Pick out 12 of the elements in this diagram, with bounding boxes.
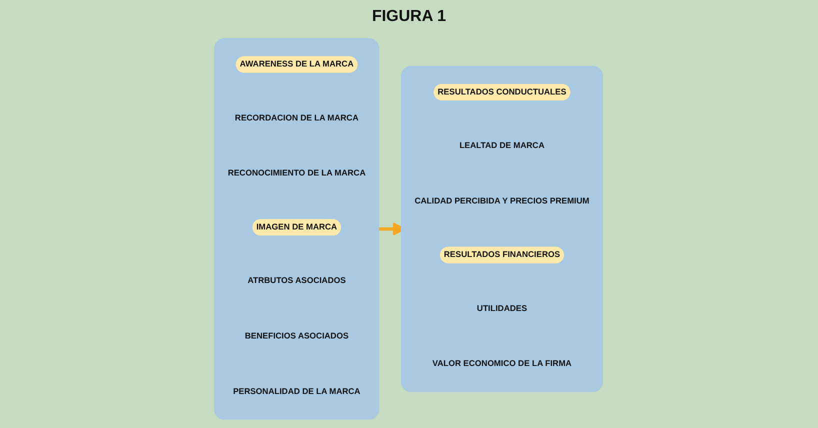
node-text: CALIDAD PERCIBIDA Y PRECIOS PREMIUM [414, 196, 590, 206]
node-text: UTILIDADES [477, 304, 528, 314]
node-text: BENEFICIOS ASOCIADOS [245, 331, 349, 341]
node-text: LEALTAD DE MARCA [460, 140, 545, 150]
node-text: RECONOCIMIENTO DE LA MARCA [228, 168, 366, 178]
cluster [214, 38, 380, 420]
cluster [401, 66, 604, 392]
node-text: RECORDACION DE LA MARCA [235, 113, 359, 123]
node-text: PERSONALIDAD DE LA MARCA [233, 386, 361, 396]
node-text: ATRBUTOS ASOCIADOS [248, 276, 346, 286]
figure-title: FIGURA 1 [372, 8, 446, 26]
node-text: VALOR ECONOMICO DE LA FIRMA [432, 358, 572, 368]
